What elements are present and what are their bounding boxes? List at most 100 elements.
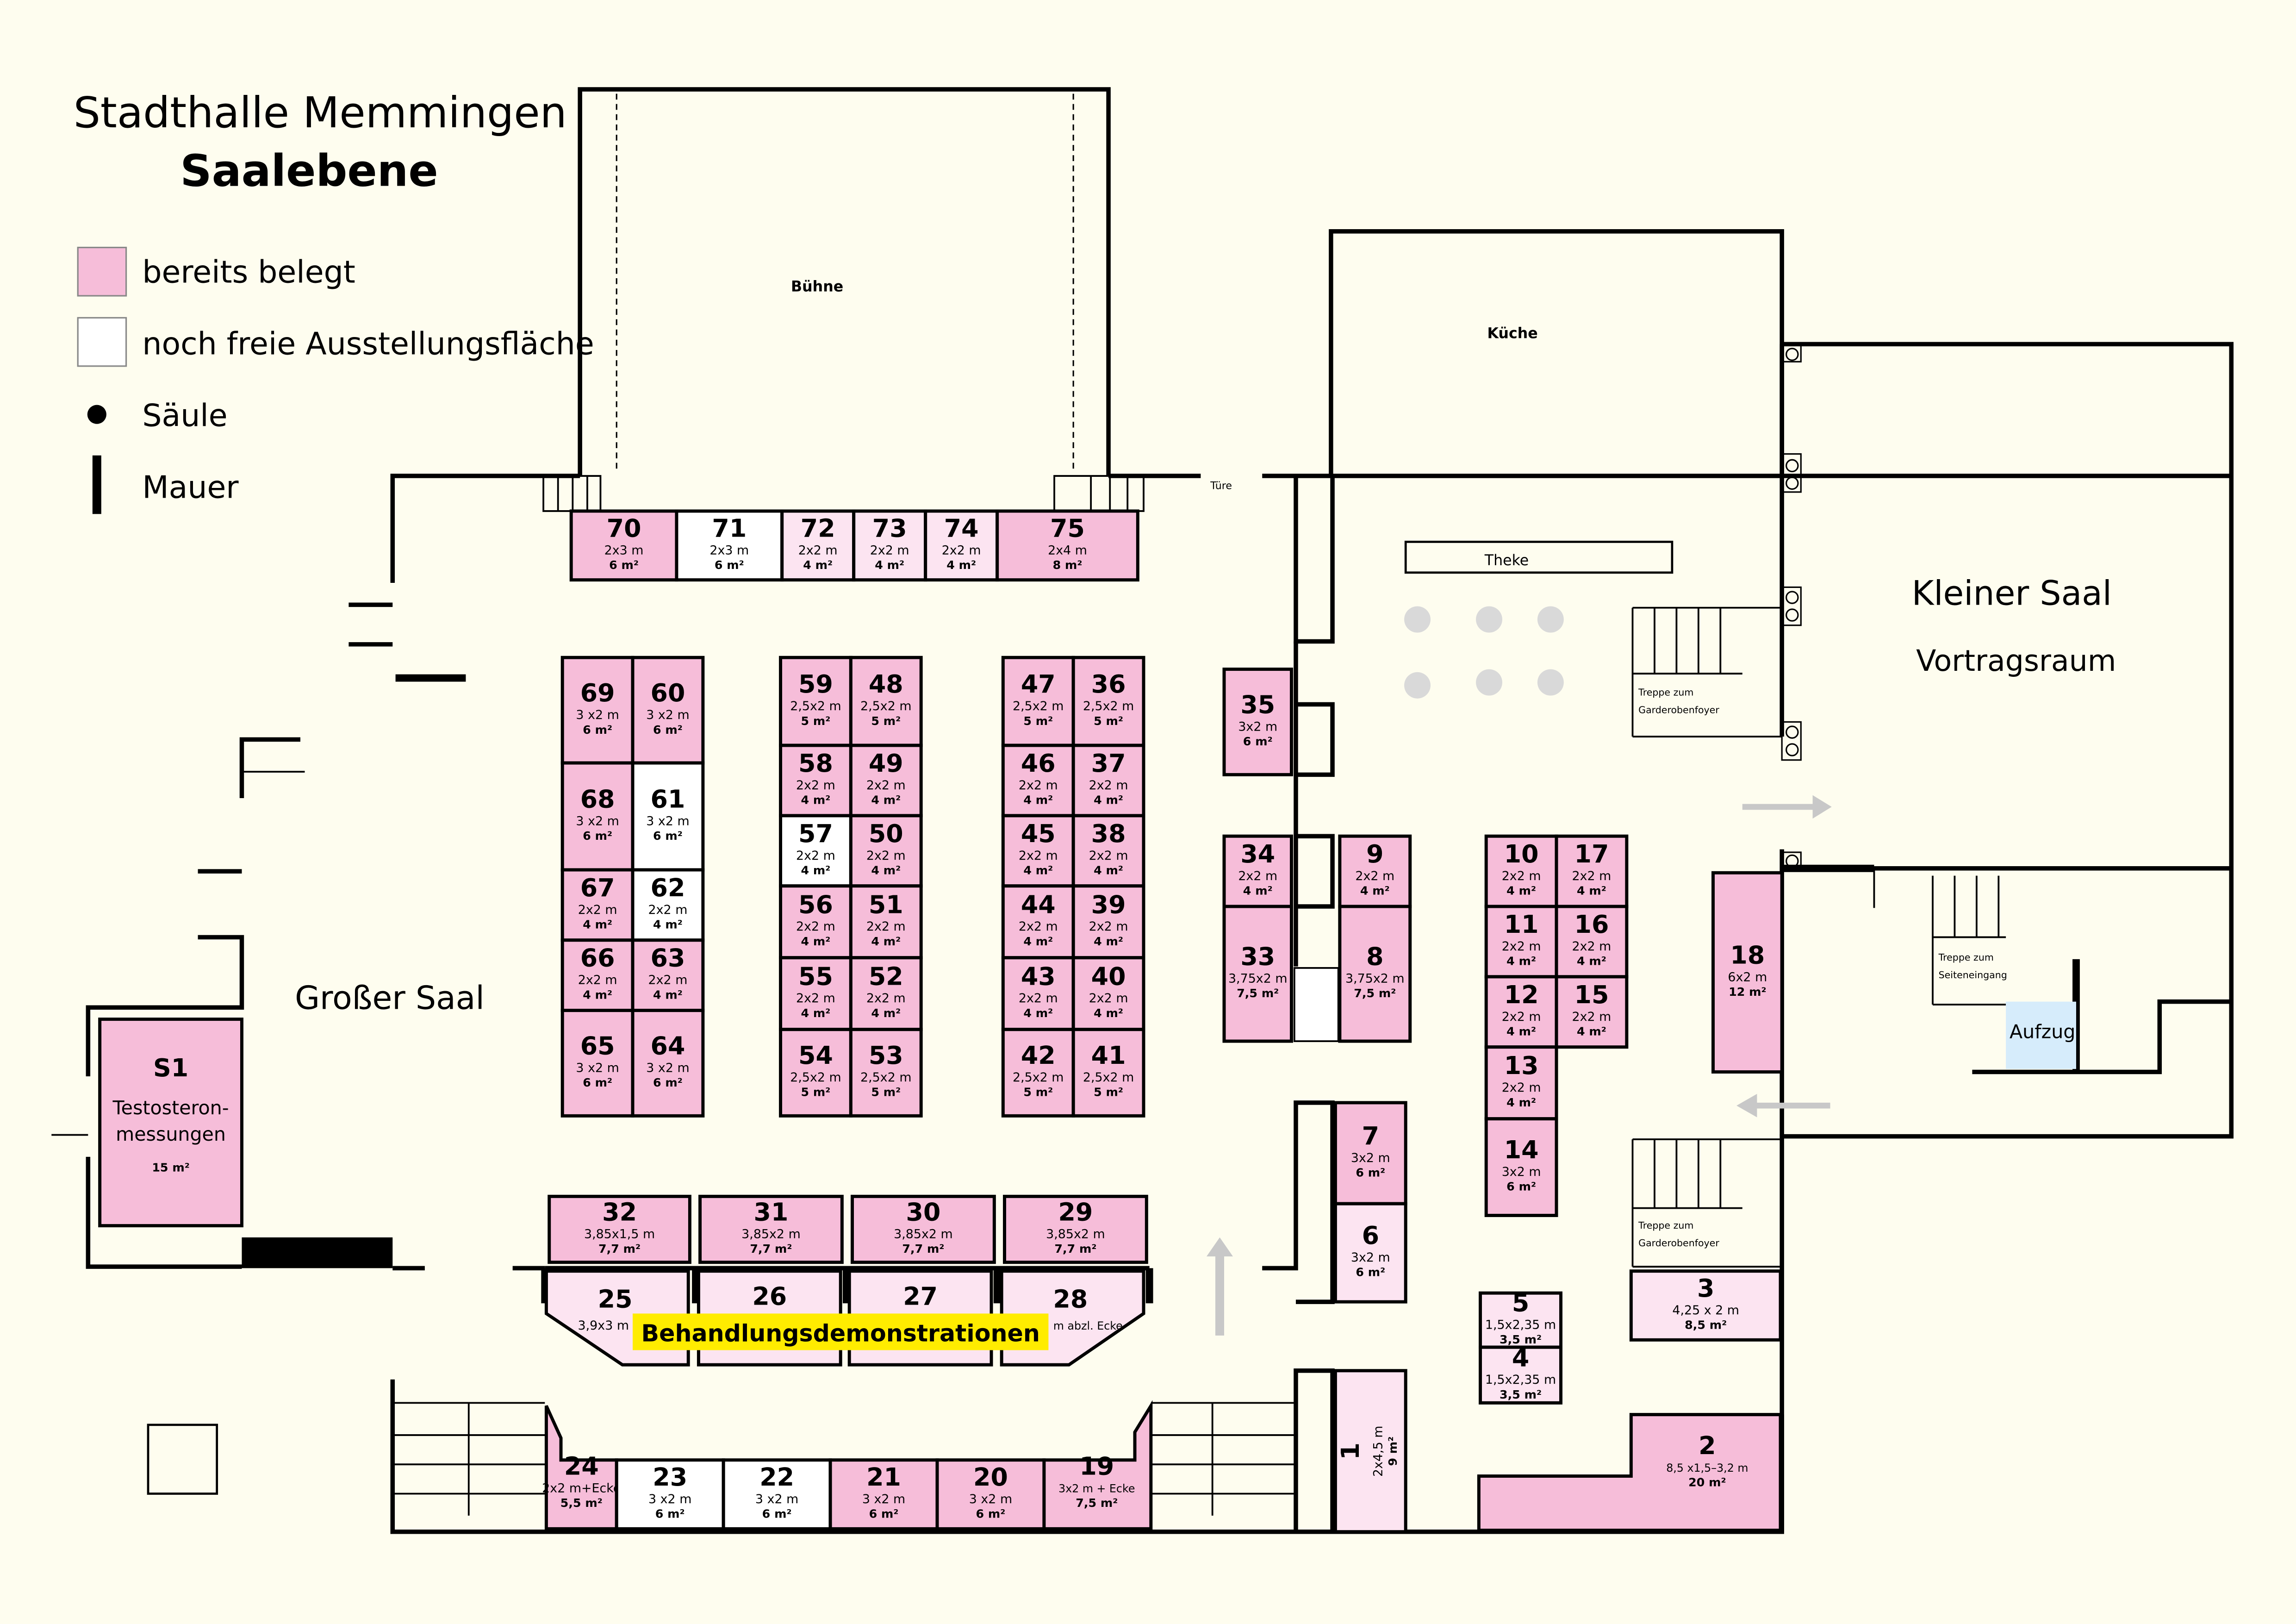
booth-64[interactable]: 643 x2 m6 m² [631, 1009, 705, 1118]
booth-area[interactable] [698, 1194, 844, 1264]
booth-20[interactable]: 203 x2 m6 m² [935, 1458, 1046, 1530]
booth-area[interactable] [1071, 1028, 1145, 1118]
booth-area[interactable] [1001, 956, 1075, 1031]
booth-area[interactable] [1042, 1400, 1153, 1530]
booth-60[interactable]: 603 x2 m6 m² [631, 656, 705, 765]
booth-68[interactable]: 683 x2 m6 m² [560, 761, 635, 872]
booth-61[interactable]: 613 x2 m6 m² [631, 761, 705, 872]
booth-area[interactable] [849, 956, 923, 1031]
booth-area[interactable] [779, 743, 852, 818]
booth-2[interactable]: 28,5 x1,5–3,2 m20 m² [1477, 1413, 1782, 1532]
booth-22[interactable]: 223 x2 m6 m² [722, 1458, 832, 1530]
booth-33[interactable]: 333,75x2 m7,5 m² [1222, 905, 1293, 1043]
booth-area[interactable] [1333, 1202, 1407, 1304]
booth-area[interactable] [1001, 743, 1075, 818]
booth-area[interactable] [1071, 884, 1145, 960]
booth-area[interactable] [1711, 871, 1784, 1074]
booth-area[interactable] [1338, 905, 1412, 1043]
booth-area[interactable] [779, 656, 852, 747]
booth-41[interactable]: 412,5x2 m5 m² [1071, 1028, 1145, 1118]
booth-area[interactable] [1222, 834, 1293, 908]
booth-area[interactable] [1338, 834, 1412, 908]
booth-area[interactable] [615, 1458, 725, 1530]
booth-area[interactable] [1222, 905, 1293, 1043]
booth-36[interactable]: 362,5x2 m5 m² [1071, 656, 1145, 747]
booth-area[interactable] [1001, 1028, 1075, 1118]
booth-area[interactable] [1555, 975, 1629, 1049]
booth-65[interactable]: 653 x2 m6 m² [560, 1009, 635, 1118]
booth-area[interactable] [722, 1458, 832, 1530]
booth-area[interactable] [1629, 1269, 1782, 1342]
booth-area[interactable] [1222, 668, 1293, 776]
booth-31[interactable]: 313,85x2 m7,7 m² [698, 1194, 844, 1264]
booth-area[interactable] [631, 761, 705, 872]
booth-53[interactable]: 532,5x2 m5 m² [849, 1028, 923, 1118]
booth-area[interactable] [849, 814, 923, 888]
booth-area[interactable] [935, 1458, 1046, 1530]
booth-area[interactable] [996, 509, 1139, 582]
booth-area[interactable] [1333, 1369, 1407, 1534]
booth-23[interactable]: 233 x2 m6 m² [615, 1458, 725, 1530]
booth-area[interactable] [1479, 1345, 1563, 1405]
booth-69[interactable]: 693 x2 m6 m² [560, 656, 635, 765]
booth-area[interactable] [852, 509, 927, 582]
booth-area[interactable] [849, 1028, 923, 1118]
booth-4[interactable]: 41,5x2,35 m3,5 m² [1479, 1343, 1563, 1405]
booth-59[interactable]: 592,5x2 m5 m² [779, 656, 852, 747]
booth-area[interactable] [1555, 905, 1629, 979]
booth-area[interactable] [779, 956, 852, 1031]
booth-5[interactable]: 51,5x2,35 m3,5 m² [1479, 1288, 1563, 1349]
booth-area[interactable] [631, 868, 705, 942]
booth-29[interactable]: 293,85x2 m7,7 m² [1003, 1194, 1148, 1264]
booth-area[interactable] [548, 1194, 691, 1264]
booth-54[interactable]: 542,5x2 m5 m² [779, 1028, 852, 1118]
booth-42[interactable]: 422,5x2 m5 m² [1001, 1028, 1075, 1118]
booth-8[interactable]: 83,75x2 m7,5 m² [1338, 905, 1412, 1043]
booth-area[interactable] [1484, 1117, 1558, 1217]
booth-area[interactable] [849, 743, 923, 818]
booth-area[interactable] [1003, 1194, 1148, 1264]
booth-area[interactable] [560, 938, 635, 1012]
booth-32[interactable]: 323,85x1,5 m7,7 m² [548, 1194, 691, 1264]
booth-area[interactable] [851, 1194, 996, 1264]
booth-area[interactable] [1477, 1413, 1782, 1532]
